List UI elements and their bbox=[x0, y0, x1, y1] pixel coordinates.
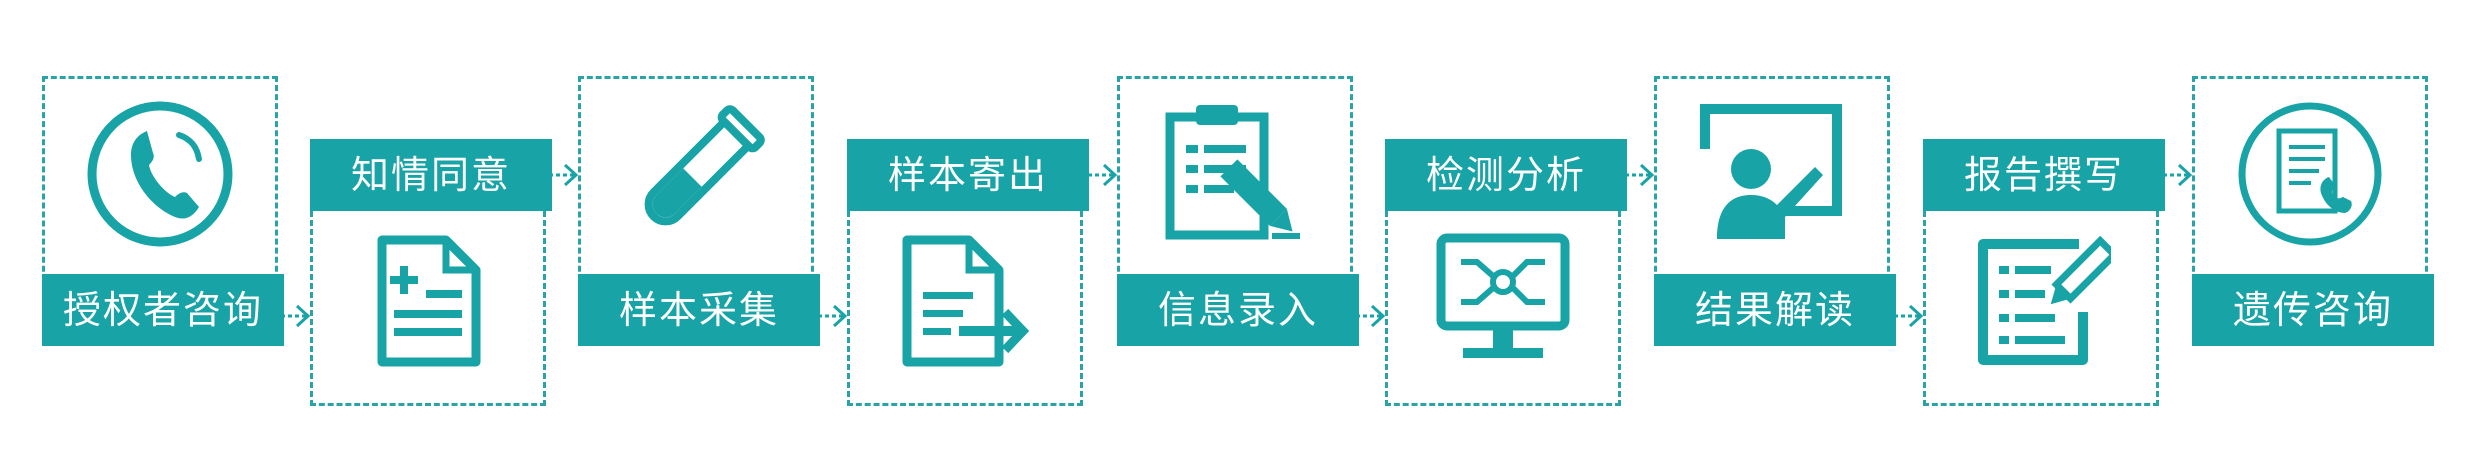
arrow-right-icon bbox=[1088, 163, 1118, 187]
step-label: 样本寄出 bbox=[847, 139, 1089, 211]
test-tube-icon bbox=[644, 105, 765, 226]
clipboard-pen-icon bbox=[1165, 105, 1300, 240]
step-label: 检测分析 bbox=[1385, 139, 1627, 211]
step-genetic-counseling: 遗传咨询 bbox=[2192, 76, 2434, 346]
step-label: 遗传咨询 bbox=[2192, 274, 2434, 346]
step-informed-consent: 知情同意 bbox=[310, 139, 552, 406]
arrow-right-icon bbox=[2163, 163, 2193, 187]
step-sample-shipping: 样本寄出 bbox=[847, 139, 1089, 406]
step-label: 信息录入 bbox=[1117, 274, 1359, 346]
step-report-writing: 报告撰写 bbox=[1923, 139, 2165, 406]
step-information-entry: 信息录入 bbox=[1117, 76, 1359, 346]
step-label: 授权者咨询 bbox=[42, 274, 284, 346]
step-label: 知情同意 bbox=[310, 139, 552, 211]
phone-icon bbox=[87, 101, 233, 247]
arrow-right-icon bbox=[1625, 163, 1655, 187]
computer-monitor-icon bbox=[1436, 233, 1570, 358]
arrow-right-icon bbox=[281, 304, 311, 328]
step-authorizer-consultation: 授权者咨询 bbox=[42, 76, 284, 346]
step-sample-collection: 样本采集 bbox=[578, 76, 820, 346]
arrow-right-icon bbox=[1894, 304, 1924, 328]
phone-document-icon bbox=[2238, 102, 2382, 246]
step-result-interpretation: 结果解读 bbox=[1654, 76, 1896, 346]
step-testing-analysis: 检测分析 bbox=[1385, 139, 1627, 406]
arrow-right-icon bbox=[1356, 304, 1386, 328]
arrow-right-icon bbox=[549, 163, 579, 187]
step-label: 报告撰写 bbox=[1923, 139, 2165, 211]
presentation-board-icon bbox=[1700, 104, 1842, 239]
arrow-right-icon bbox=[818, 304, 848, 328]
step-label: 结果解读 bbox=[1654, 274, 1896, 346]
medical-document-icon bbox=[377, 235, 481, 367]
document-send-icon bbox=[902, 235, 1030, 367]
report-writing-icon bbox=[1978, 235, 2111, 365]
step-label: 样本采集 bbox=[578, 274, 820, 346]
